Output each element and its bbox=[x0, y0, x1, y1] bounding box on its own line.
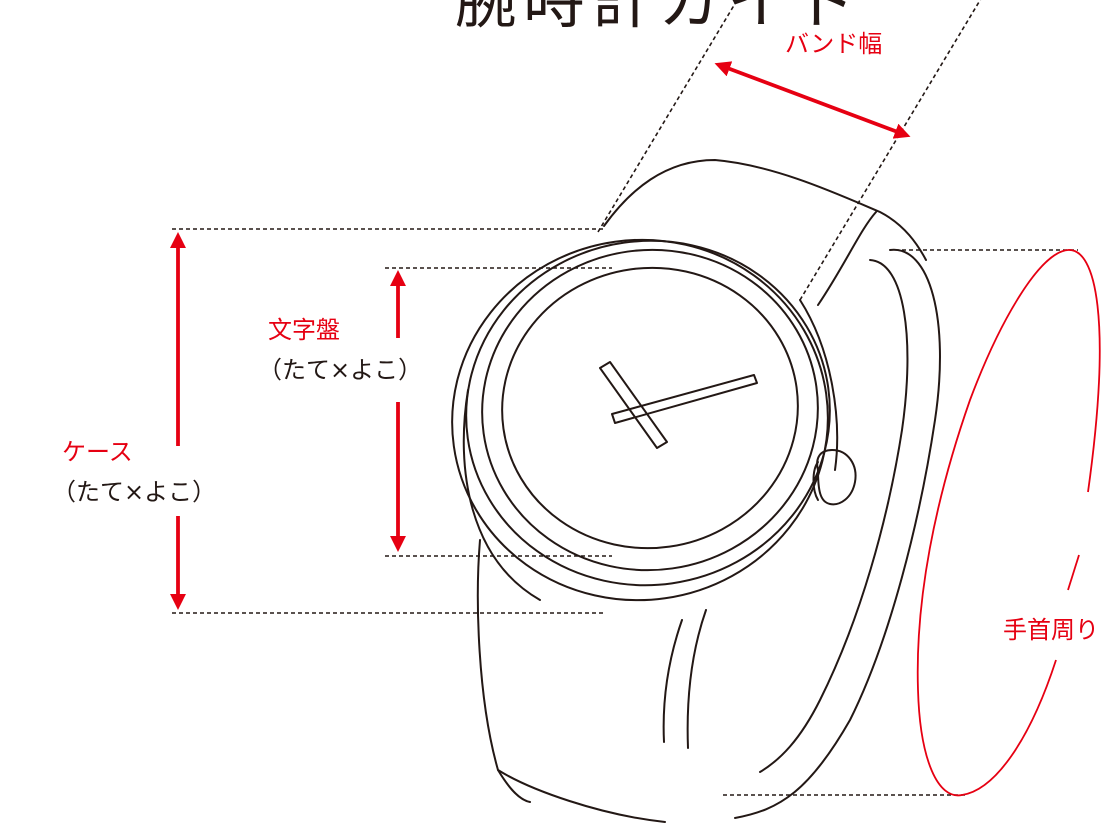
dial-label: 文字盤 bbox=[268, 316, 340, 344]
wrist-label: 手首周り bbox=[1003, 616, 1099, 644]
wrist-ellipse bbox=[916, 249, 1101, 797]
page-title: 腕時計ガイド bbox=[455, 0, 864, 37]
guide-lines bbox=[172, 0, 1078, 796]
dial-sub-label: （たて×よこ） bbox=[258, 356, 423, 384]
case-sub-label: （たて×よこ） bbox=[52, 478, 217, 506]
case-label: ケース bbox=[62, 438, 133, 466]
band-width-label: バンド幅 bbox=[785, 30, 883, 58]
band-arrow bbox=[714, 61, 911, 139]
watch-body bbox=[451, 159, 941, 823]
dimension-arrows bbox=[170, 61, 911, 610]
